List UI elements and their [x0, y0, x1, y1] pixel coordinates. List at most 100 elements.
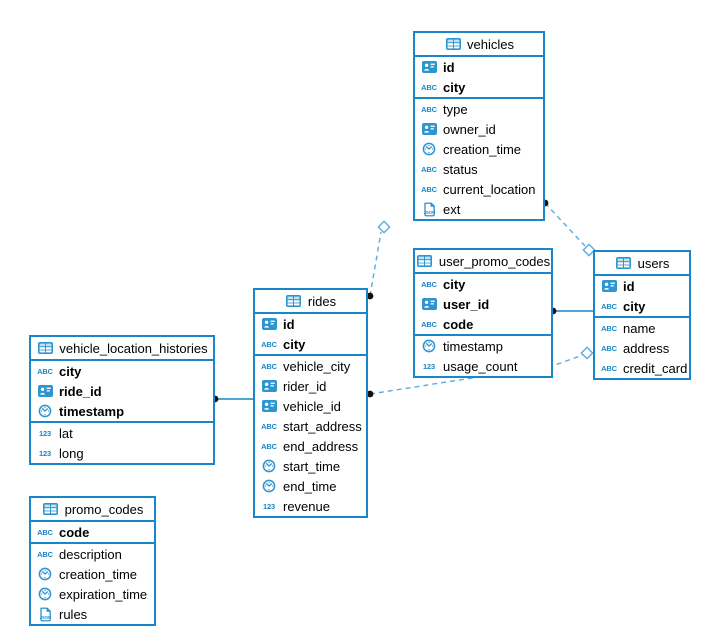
column-name: city — [443, 79, 466, 95]
abc-text-icon: ABC — [421, 319, 437, 329]
table-name: vehicles — [467, 36, 514, 52]
relation-rides-users[interactable] — [366, 346, 594, 398]
relation-user_promo_codes-users[interactable] — [549, 307, 593, 315]
123-number-icon: 123 — [263, 501, 275, 511]
column-id[interactable]: id — [415, 57, 543, 77]
column-name: end_address — [283, 438, 359, 454]
column-timestamp[interactable]: timestamp — [31, 401, 213, 421]
column-expiration_time[interactable]: expiration_time — [31, 584, 154, 604]
column-name: city — [623, 298, 646, 314]
column-owner_id[interactable]: owner_id — [415, 119, 543, 139]
column-name: expiration_time — [59, 586, 148, 602]
column-timestamp[interactable]: timestamp — [415, 336, 551, 356]
column-end_address[interactable]: ABC end_address — [255, 436, 366, 456]
column-name: vehicle_city — [283, 358, 351, 374]
column-creation_time[interactable]: creation_time — [415, 139, 543, 159]
relation-diamond-endpoint — [582, 243, 596, 257]
table-header-vehicle_location_histories[interactable]: vehicle_location_histories — [31, 337, 213, 361]
clock-icon — [36, 567, 54, 581]
column-name: description — [59, 546, 122, 562]
table-name: user_promo_codes — [438, 253, 551, 269]
column-name: city — [59, 363, 82, 379]
table-icon — [42, 503, 60, 515]
column-user_id[interactable]: user_id — [415, 294, 551, 314]
relation-line[interactable] — [544, 202, 586, 247]
abc-text-icon: ABC — [261, 441, 277, 451]
column-name: id — [443, 59, 455, 75]
table-header-users[interactable]: users — [595, 252, 689, 276]
column-creation_time[interactable]: creation_time — [31, 564, 154, 584]
abc-text-icon: ABC — [601, 363, 617, 373]
column-code[interactable]: ABC code — [415, 314, 551, 334]
column-vehicle_id[interactable]: vehicle_id — [255, 396, 366, 416]
relation-line[interactable] — [369, 354, 584, 395]
column-name: creation_time — [443, 141, 522, 157]
relation-diamond-endpoint — [580, 346, 594, 360]
column-name: id — [623, 278, 635, 294]
column-start_time[interactable]: start_time — [255, 456, 366, 476]
id-badge-icon — [600, 280, 618, 292]
column-rider_id[interactable]: rider_id — [255, 376, 366, 396]
table-header-rides[interactable]: rides — [255, 290, 366, 314]
relation-vehicle_location_histories-rides[interactable] — [211, 395, 253, 403]
column-name: ext — [443, 201, 461, 217]
json-document-icon: JSON — [36, 607, 54, 622]
123-number-icon: 123 — [39, 428, 51, 438]
table-header-promo_codes[interactable]: promo_codes — [31, 498, 154, 522]
column-name: start_time — [283, 458, 341, 474]
column-ride_id[interactable]: ride_id — [31, 381, 213, 401]
column-name: usage_count — [443, 358, 518, 374]
column-name: city — [443, 276, 466, 292]
clock-icon — [420, 142, 438, 156]
column-name: code — [443, 316, 474, 332]
relation-dot-endpoint — [366, 390, 374, 398]
abc-text-icon: ABC — [421, 164, 437, 174]
relation-rides-vehicles[interactable] — [366, 220, 391, 300]
column-id[interactable]: id — [595, 276, 689, 296]
column-id[interactable]: id — [255, 314, 366, 334]
relation-diamond-endpoint — [377, 220, 391, 234]
abc-text-icon: ABC — [261, 361, 277, 371]
table-icon — [36, 342, 54, 354]
relation-vehicles-users[interactable] — [541, 199, 596, 257]
table-header-user_promo_codes[interactable]: user_promo_codes — [415, 250, 551, 274]
column-vehicle_city[interactable]: ABC vehicle_city — [255, 356, 366, 376]
column-end_time[interactable]: end_time — [255, 476, 366, 496]
table-name: users — [637, 255, 670, 271]
abc-text-icon: ABC — [421, 184, 437, 194]
relation-line[interactable] — [369, 231, 382, 297]
table-header-vehicles[interactable]: vehicles — [415, 33, 543, 57]
id-badge-icon — [420, 61, 438, 73]
